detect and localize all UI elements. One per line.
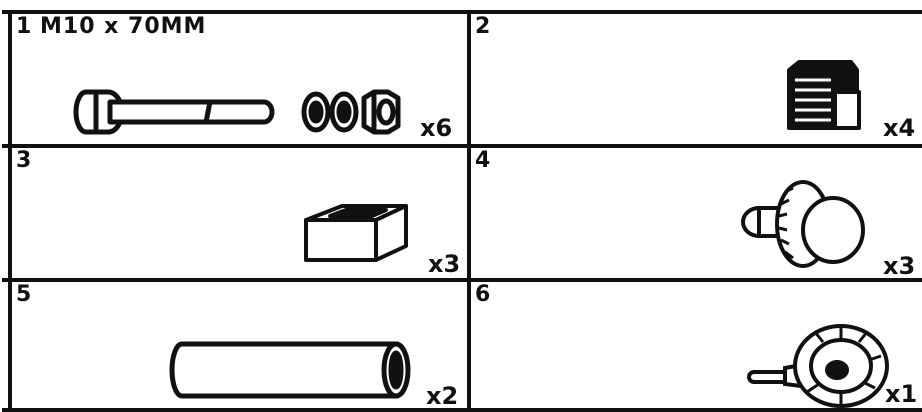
part-cell-3: 3 x3 — [10, 146, 469, 280]
part-quantity: x2 — [426, 382, 458, 410]
tube-icon — [168, 338, 418, 408]
part-cell-6: 6 x1 — [469, 280, 922, 412]
square-end-cap-icon — [785, 58, 865, 138]
part-number: 5 — [16, 282, 32, 307]
square-collar-icon — [302, 198, 412, 268]
part-number: 2 — [475, 14, 491, 39]
part-number: 4 — [475, 148, 491, 173]
part-quantity: x4 — [883, 114, 915, 142]
round-knob-cap-icon — [737, 178, 877, 278]
part-quantity: x3 — [883, 252, 915, 280]
part-cell-5: 5 x2 — [10, 280, 469, 412]
part-size-label: M10 x 70MM — [40, 14, 206, 39]
part-cell-2: 2 x4 — [469, 12, 922, 146]
part-cell-4: 4 x3 — [469, 146, 922, 280]
bolt-nut-washer-icon — [78, 84, 438, 144]
part-cell-1: 1 M10 x 70MM x6 — [10, 12, 469, 146]
star-knob-icon — [745, 312, 905, 412]
part-number: 1 — [16, 14, 32, 39]
part-number: 3 — [16, 148, 32, 173]
part-quantity: x1 — [885, 380, 917, 408]
part-quantity: x3 — [428, 250, 460, 278]
part-quantity: x6 — [420, 114, 452, 142]
part-number: 6 — [475, 282, 491, 307]
